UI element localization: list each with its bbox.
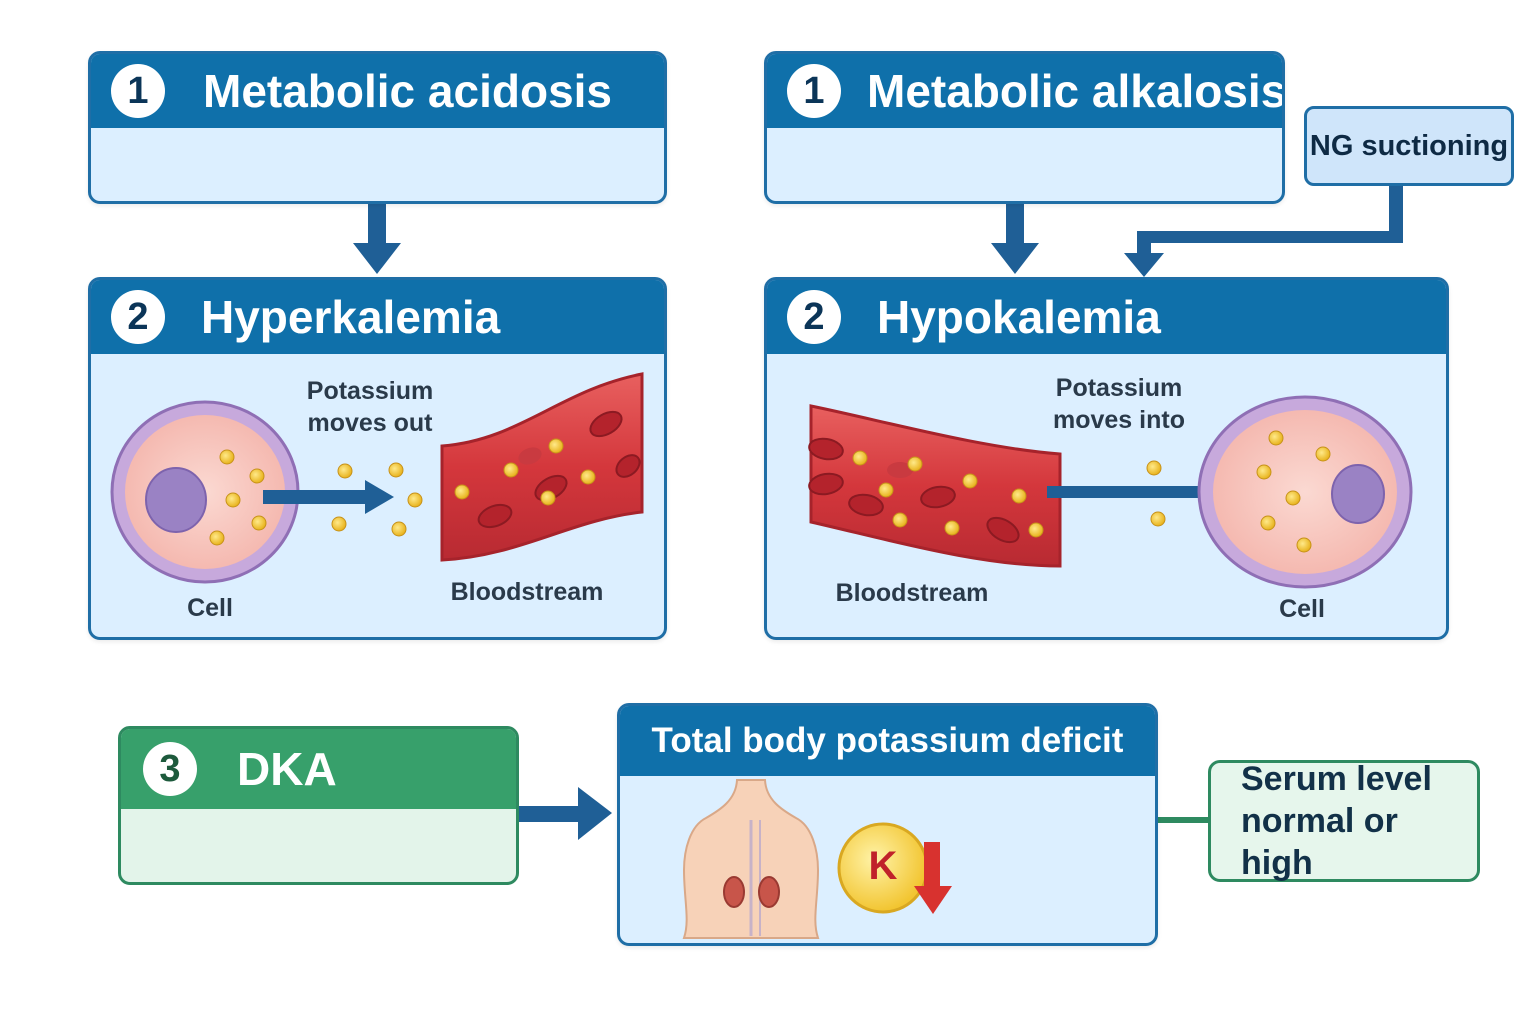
hypokalemia-title: Hypokalemia xyxy=(877,291,1161,343)
movement-line-1: Potassium xyxy=(1055,374,1183,402)
bloodstream-label-right: Bloodstream xyxy=(835,579,989,607)
cell-label-right: Cell xyxy=(1279,595,1325,623)
step-number-badge: 3 xyxy=(143,742,197,796)
potassium-symbol: K xyxy=(868,844,898,888)
dka-box: 3 DKA xyxy=(118,726,519,885)
metabolic-acidosis-header: 1 Metabolic acidosis xyxy=(91,54,664,128)
connector-deficit-to-serum xyxy=(1156,817,1208,823)
dka-header: 3 DKA xyxy=(121,729,516,809)
hypokalemia-header: 2 Hypokalemia xyxy=(767,280,1446,354)
potassium-deficit-title: Total body potassium deficit xyxy=(651,721,1124,760)
hyperkalemia-title: Hyperkalemia xyxy=(201,291,501,343)
potassium-moves-into-label: Potassium moves into xyxy=(1038,372,1200,436)
arrow-ng-to-hypokalemia xyxy=(1124,185,1403,277)
movement-line-2: moves out xyxy=(307,409,433,437)
step-number-badge: 1 xyxy=(111,64,165,118)
metabolic-alkalosis-box: 1 Metabolic alkalosis xyxy=(764,51,1285,204)
metabolic-alkalosis-title: Metabolic alkalosis xyxy=(867,65,1285,117)
step-number-badge: 1 xyxy=(787,64,841,118)
bloodstream-label-left: Bloodstream xyxy=(450,578,604,606)
metabolic-acidosis-box: 1 Metabolic acidosis xyxy=(88,51,667,204)
serum-level-line-2: normal or high xyxy=(1241,802,1398,882)
potassium-moves-out-label: Potassium moves out xyxy=(290,375,450,439)
metabolic-alkalosis-header: 1 Metabolic alkalosis xyxy=(767,54,1282,128)
dka-title: DKA xyxy=(237,743,337,795)
movement-line-2: moves into xyxy=(1053,406,1185,434)
ng-suctioning-box: NG suctioning xyxy=(1304,106,1514,186)
potassium-deficit-header: Total body potassium deficit xyxy=(620,706,1155,776)
step-number-badge: 2 xyxy=(111,290,165,344)
potassium-deficit-box: Total body potassium deficit xyxy=(617,703,1158,946)
hyperkalemia-header: 2 Hyperkalemia xyxy=(91,280,664,354)
serum-level-line-1: Serum level xyxy=(1241,760,1432,798)
serum-level-box: Serum level normal or high xyxy=(1208,760,1480,882)
cell-label-left: Cell xyxy=(187,594,233,622)
step-number-badge: 2 xyxy=(787,290,841,344)
movement-line-1: Potassium xyxy=(306,377,434,405)
arrow-alkalosis-to-hypokalemia xyxy=(991,203,1039,274)
arrow-dka-to-deficit xyxy=(518,787,612,840)
metabolic-acidosis-title: Metabolic acidosis xyxy=(203,65,613,117)
arrow-acidosis-to-hyperkalemia xyxy=(353,203,401,274)
